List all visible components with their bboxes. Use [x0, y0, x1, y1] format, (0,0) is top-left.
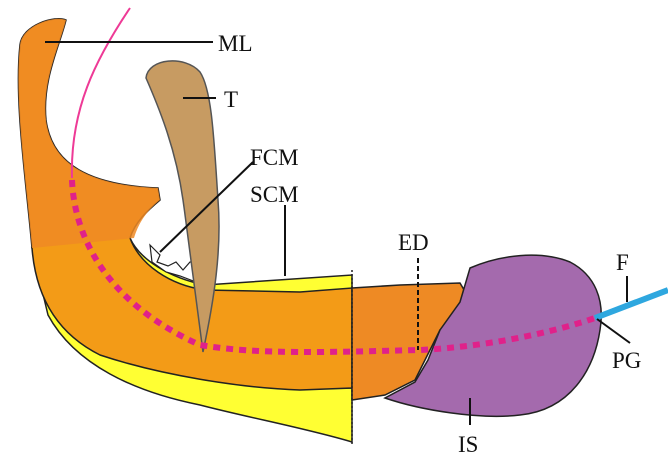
label-f: F	[616, 250, 629, 275]
label-pg: PG	[612, 348, 641, 373]
pink-curve	[72, 8, 130, 178]
label-ed: ED	[398, 230, 429, 255]
label-t: T	[224, 87, 238, 112]
main-body-dark-region	[18, 19, 160, 248]
label-is: IS	[458, 432, 478, 457]
leader-pg	[597, 319, 630, 343]
blue-line	[595, 290, 668, 318]
label-scm: SCM	[250, 182, 299, 207]
label-ml: ML	[218, 31, 253, 56]
label-fcm: FCM	[250, 145, 299, 170]
